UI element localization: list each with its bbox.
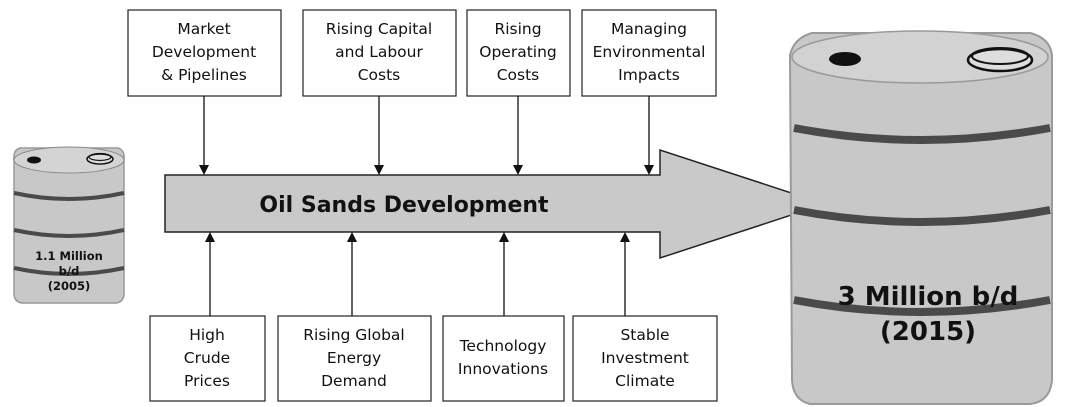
bottom-factor-investment: Stable Investment Climate [572, 315, 718, 402]
top-factor-market: Market Development & Pipelines [127, 9, 282, 97]
barrel-2015: 3 Million b/d (2015) [788, 30, 1053, 405]
top-factor-operating-line-3: Costs [497, 66, 540, 84]
bottom-factor-technology: Technology Innovations [442, 315, 565, 402]
bottom-factor-investment-line-1: Stable [620, 326, 669, 344]
top-factor-operating-line-1: Rising [494, 20, 541, 38]
barrel-2005: 1.1 Million b/d (2005) [13, 146, 125, 304]
top-factor-environmental-line-1: Managing [611, 20, 687, 38]
bottom-factor-crude-line-2: Crude [184, 349, 230, 367]
barrel-2005-line-2: b/d [59, 264, 80, 278]
top-factor-market-line-1: Market [177, 20, 230, 38]
barrel-2005-bung-icon [27, 156, 41, 164]
barrel-2015-line-2: (2015) [880, 317, 976, 347]
barrel-2015-line-1: 3 Million b/d [838, 282, 1019, 312]
bottom-factor-crude: High Crude Prices [149, 315, 266, 402]
top-factor-operating: Rising Operating Costs [466, 9, 571, 97]
barrel-2005-line-1: 1.1 Million [35, 249, 103, 263]
top-factor-capital-line-1: Rising Capital [326, 20, 432, 38]
top-factor-capital-line-2: and Labour [335, 43, 423, 61]
top-factor-market-line-2: Development [152, 43, 256, 61]
bottom-factor-demand-line-1: Rising Global [303, 326, 405, 344]
arrow-label: Oil Sands Development [259, 193, 549, 218]
bottom-factor-crude-line-3: Prices [184, 372, 230, 390]
bottom-factor-demand: Rising Global Energy Demand [277, 315, 432, 402]
development-arrow: Oil Sands Development [164, 148, 828, 260]
bottom-factor-crude-line-1: High [189, 326, 225, 344]
top-factor-capital-line-3: Costs [358, 66, 401, 84]
bottom-factor-technology-line-1: Technology [459, 337, 547, 355]
top-factor-environmental: Managing Environmental Impacts [581, 9, 717, 97]
bottom-factor-demand-line-3: Demand [321, 372, 387, 390]
barrel-2015-bung-icon [829, 52, 861, 66]
top-factor-environmental-line-3: Impacts [618, 66, 680, 84]
top-factor-market-line-3: & Pipelines [161, 66, 247, 84]
bottom-factor-investment-line-2: Investment [601, 349, 689, 367]
bottom-factor-technology-line-2: Innovations [458, 360, 548, 378]
top-factor-environmental-line-2: Environmental [593, 43, 706, 61]
barrel-2005-line-3: (2005) [48, 279, 91, 293]
bottom-factor-investment-line-3: Climate [615, 372, 675, 390]
top-factor-operating-line-2: Operating [479, 43, 557, 61]
bottom-factor-demand-line-2: Energy [327, 349, 381, 367]
top-factor-capital: Rising Capital and Labour Costs [302, 9, 457, 97]
